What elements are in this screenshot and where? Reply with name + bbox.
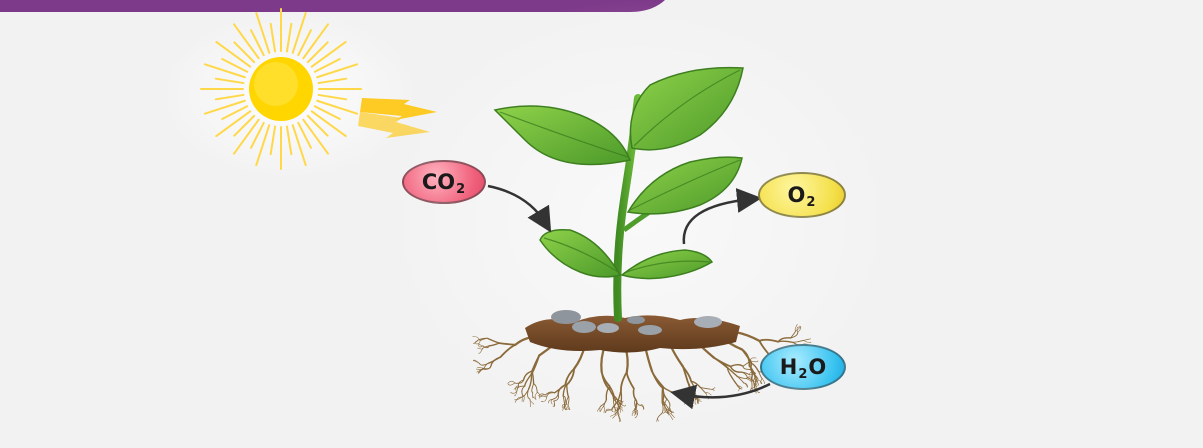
h2o-label-h: H (780, 355, 798, 379)
o2-label: O (788, 183, 806, 207)
co2-label: CO (422, 170, 455, 194)
h2o-subscript: 2 (798, 367, 807, 382)
co2-subscript: 2 (456, 182, 465, 197)
h2o-label-o: O (808, 355, 826, 379)
soil-illustration (525, 310, 740, 353)
o2-subscript: 2 (806, 195, 815, 210)
